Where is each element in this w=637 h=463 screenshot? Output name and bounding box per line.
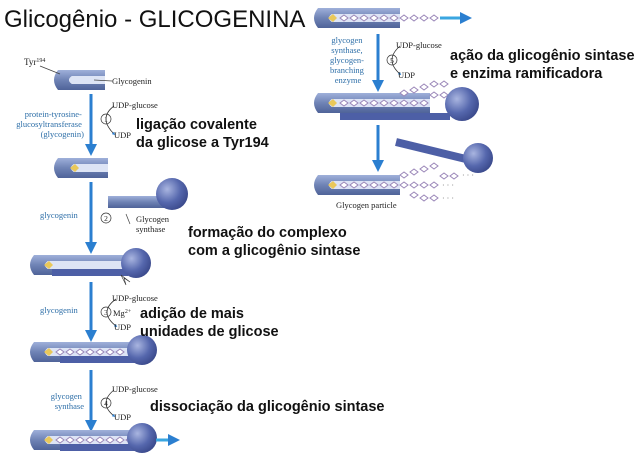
branched-complex [314, 80, 479, 121]
note-step5-line1: ação da glicogênio sintase [450, 48, 635, 64]
step3-enzyme-label: glycogenin [40, 305, 79, 315]
step2-number-circle [100, 212, 112, 224]
glycogenin-protein-2 [54, 158, 108, 178]
note-step5-line2: e enzima ramificadora [450, 66, 603, 82]
note-step2: formação do complexo com a glicogênio si… [188, 224, 360, 260]
glycogenin-synthase-complex [30, 248, 151, 286]
note-step2-line1: formação do complexo [188, 225, 347, 241]
glycogen-particle: · · · · · · · · · [314, 162, 474, 203]
svg-text:· · ·: · · · [442, 181, 454, 190]
note-step2-line2: com a glicogênio sintase [188, 243, 361, 259]
page-title: Glicogênio - GLICOGENINA [4, 6, 306, 33]
note-step4: dissociação da glicogênio sintase [150, 398, 385, 416]
tyr-label: Tyr194 [24, 57, 45, 67]
udp-label-1: UDP [114, 130, 131, 140]
step4-enzyme-label: glycogen synthase [51, 391, 85, 411]
note-step3-line2: unidades de glicose [140, 324, 279, 340]
note-step5: ação da glicogênio sintase e enzima rami… [450, 47, 635, 83]
udp-glucose-label-3: UDP-glucose [112, 293, 158, 303]
step5-enzyme-label: glycogen synthase, glycogen- branching e… [330, 35, 366, 85]
note-step1-line2: da glicose a Tyr194 [136, 135, 269, 151]
udp-glucose-label-1: UDP-glucose [112, 100, 158, 110]
svg-text:· · ·: · · · [442, 194, 454, 203]
note-step1: ligação covalente da glicose a Tyr194 [136, 116, 269, 152]
complex-extended-chain [30, 423, 180, 453]
released-synthase [395, 138, 493, 173]
step2-number: 2 [104, 214, 108, 223]
note-step1-line1: ligação covalente [136, 117, 257, 133]
glycogen-particle-label: Glycogen particle [336, 200, 397, 210]
complex-with-glucose-chain [30, 335, 157, 365]
note-step3-line1: adição de mais [140, 306, 244, 322]
udp-glucose-label-5: UDP-glucose [396, 40, 442, 50]
step2-enzyme-label: glycogenin [40, 210, 79, 220]
glycogenin-protein-1 [54, 70, 105, 90]
right-top-chain [314, 8, 472, 28]
mg-label: Mg2+ [113, 308, 132, 318]
note-step4-line1: dissociação da glicogênio sintase [150, 399, 385, 415]
step3-number-circle [100, 306, 112, 318]
udp-label-5: UDP [398, 70, 415, 80]
udp-glucose-label-4: UDP-glucose [112, 384, 158, 394]
svg-text:· · ·: · · · [462, 171, 474, 180]
glycogen-synthase-free [108, 178, 188, 210]
udp-label-3: UDP [114, 322, 131, 332]
step1-enzyme-label: protein-tyrosine- glucosyltransferase (g… [16, 109, 84, 139]
step3-number: 3 [104, 308, 108, 317]
glycogen-synthase-label: Glycogen synthase [136, 214, 171, 234]
udp-label-4: UDP [114, 412, 131, 422]
glycogenin-label: Glycogenin [112, 76, 152, 86]
note-step3: adição de mais unidades de glicose [140, 305, 279, 341]
